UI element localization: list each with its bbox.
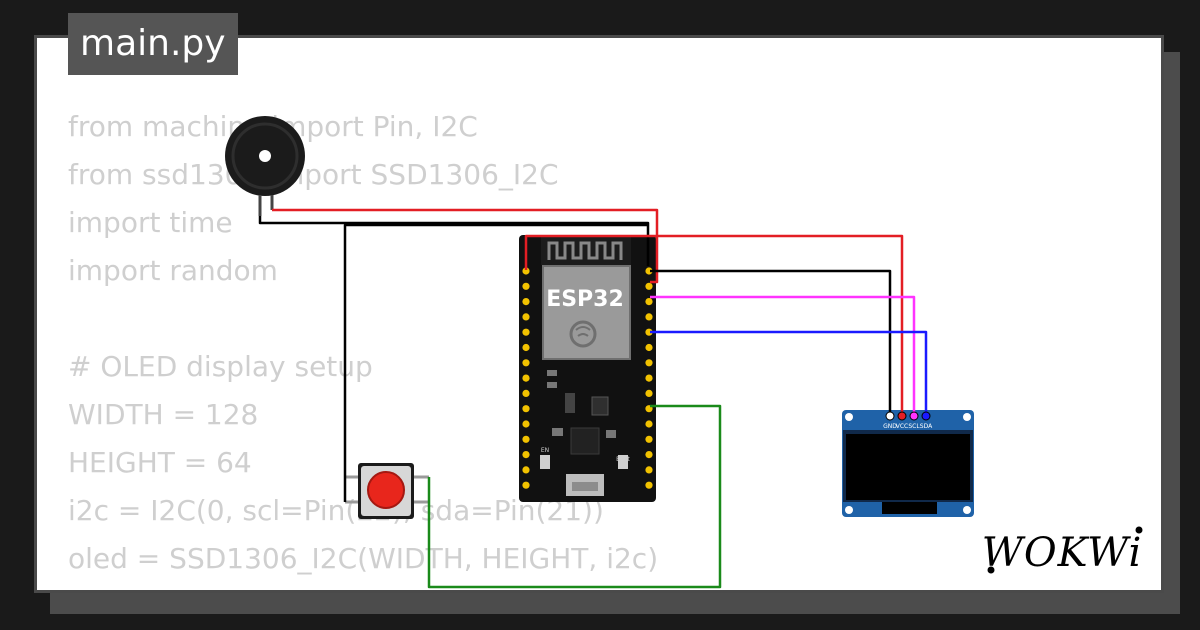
file-tab[interactable]: main.py [68, 13, 238, 75]
esp32-pin [645, 451, 653, 459]
esp32-pin [645, 313, 653, 321]
esp32-pin [522, 466, 530, 474]
code-line: oled = SSD1306_I2C(WIDTH, HEIGHT, i2c) [68, 542, 659, 575]
esp32-pin [522, 420, 530, 428]
wire-buzzer-positive [272, 208, 659, 284]
wire-oled-scl [650, 295, 916, 416]
wire-button-ground [343, 223, 648, 502]
wire-oled-sda [650, 330, 928, 416]
push-button[interactable] [345, 463, 429, 519]
esp32-pin [522, 328, 530, 336]
esp32-pin [522, 389, 530, 397]
esp32-label: ESP32 [546, 287, 624, 312]
wokwi-logo: WOKWi [982, 526, 1143, 576]
boot-label: Boot [616, 456, 630, 463]
esp32-pin [522, 405, 530, 413]
oled-pin-header: GND VCC SCL SDA [883, 411, 933, 430]
esp32-pin-headers [522, 267, 653, 489]
esp32-pin [645, 267, 653, 275]
esp32-pin [522, 451, 530, 459]
esp32-pin [645, 481, 653, 489]
en-label: EN [541, 447, 549, 454]
esp32-pin [645, 389, 653, 397]
esp32-pin [522, 481, 530, 489]
esp32-pin [522, 359, 530, 367]
esp32-pin [522, 374, 530, 382]
wire-oled-vcc [524, 234, 904, 416]
code-line: # OLED display setup [68, 350, 373, 383]
wire-buzzer-ground [258, 216, 650, 266]
esp32-pin [522, 298, 530, 306]
esp32-pin [645, 435, 653, 443]
code-preview: from machine import Pin, I2C from ssd130… [68, 103, 658, 583]
oled-pin-label: SCL [908, 423, 920, 430]
code-line: HEIGHT = 64 [68, 446, 252, 479]
esp32-pin [522, 282, 530, 290]
oled-pin-label: SDA [920, 423, 933, 430]
button-cap[interactable] [367, 471, 405, 509]
code-line: from machine import Pin, I2C [68, 110, 478, 143]
wire-button-signal [427, 404, 722, 589]
logo-text: WOKWi [982, 530, 1143, 576]
esp32-pin [645, 282, 653, 290]
esp32-pin [522, 435, 530, 443]
esp32-pin [645, 298, 653, 306]
buzzer[interactable] [225, 116, 305, 216]
oled-pin-label: VCC [896, 423, 908, 430]
esp32-pin [645, 359, 653, 367]
oled-pin-label: GND [883, 423, 897, 430]
esp32-pin [645, 466, 653, 474]
esp32-pin [645, 374, 653, 382]
esp32-pin [522, 267, 530, 275]
wire-oled-gnd [650, 269, 892, 416]
esp32-pin [522, 313, 530, 321]
oled-display[interactable] [842, 410, 974, 517]
esp32-pin [522, 343, 530, 352]
esp32-pin [645, 343, 653, 352]
code-line: import time [68, 206, 233, 239]
wires [258, 208, 928, 589]
esp32-board[interactable]: ESP32 EN Boot [519, 235, 656, 502]
esp32-pin [645, 328, 653, 336]
code-line: WIDTH = 128 [68, 398, 259, 431]
code-line: import random [68, 254, 278, 287]
esp32-pin [645, 420, 653, 428]
